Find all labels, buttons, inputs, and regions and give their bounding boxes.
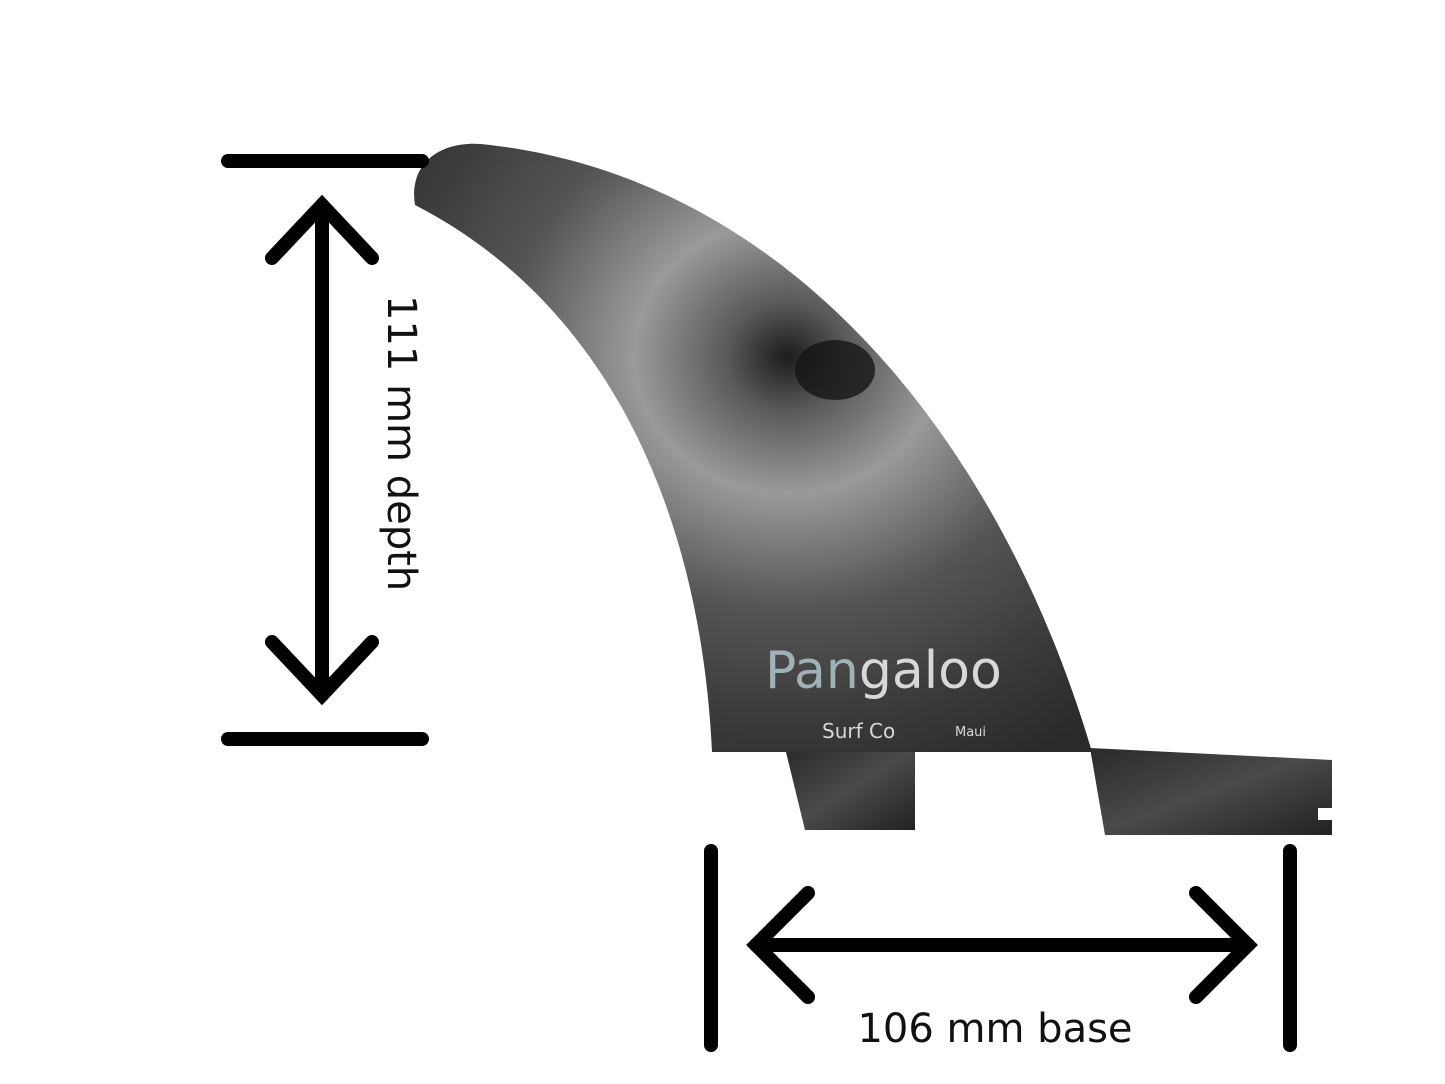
base-label: 106 mm base [857, 1006, 1132, 1052]
base-dimension [704, 844, 1297, 1052]
fin-tab-front [785, 748, 915, 830]
brand-logo: Pangaloo Surf Co Maui [765, 641, 1002, 743]
logo-subtitle-left: Surf Co [822, 719, 895, 743]
depth-label: 111 mm depth [378, 295, 424, 591]
surf-fin [414, 143, 1092, 752]
fin-tab-rear [1090, 748, 1332, 835]
brand-wordmark: Pangaloo [765, 641, 1002, 701]
depth-dimension [221, 154, 429, 746]
logo-subtitle-right: Maui [955, 725, 986, 740]
fin-swirl-center [795, 340, 875, 400]
